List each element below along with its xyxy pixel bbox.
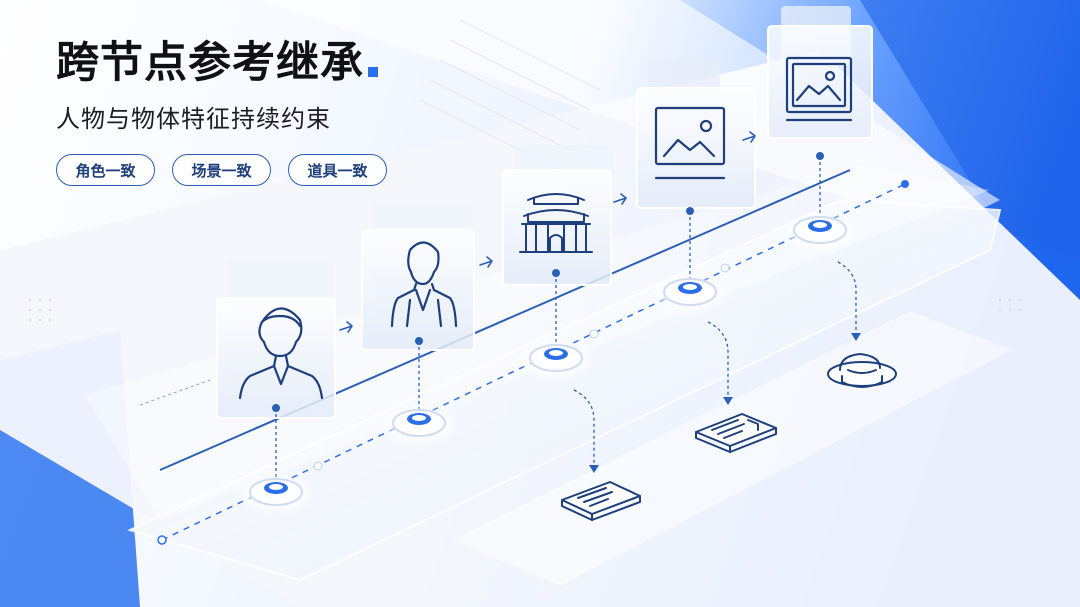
timeline-node-4 bbox=[656, 277, 724, 311]
card-1 bbox=[216, 262, 336, 419]
film-strip-icon bbox=[695, 413, 777, 453]
timeline-node-1 bbox=[242, 477, 310, 511]
person-portrait-icon bbox=[238, 307, 324, 400]
tag-prop-consistency: 道具一致 bbox=[288, 154, 387, 186]
page-title: 跨节点参考继承 bbox=[56, 38, 378, 88]
card-arrows bbox=[339, 131, 756, 333]
timeline-solid-line bbox=[159, 169, 851, 471]
upper-platform bbox=[260, 0, 1000, 230]
timeline-glass-highlight bbox=[85, 165, 990, 520]
card-4 bbox=[636, 60, 756, 209]
tag-role-consistency: 角色一致 bbox=[56, 154, 155, 186]
timeline-small-dots bbox=[313, 263, 730, 471]
timeline-node-5 bbox=[786, 215, 854, 249]
tag-group: 角色一致 场景一致 道具一致 bbox=[56, 154, 387, 186]
page-title-text: 跨节点参考继承 bbox=[56, 38, 364, 88]
timeline-node-2 bbox=[385, 408, 453, 442]
landscape-image-icon bbox=[785, 56, 853, 122]
card-5 bbox=[767, 6, 873, 139]
tag-scene-consistency: 场景一致 bbox=[172, 154, 271, 186]
card-2 bbox=[361, 202, 475, 351]
connector-dots bbox=[272, 152, 824, 412]
background-blue-top bbox=[860, 0, 1080, 260]
palace-building-icon bbox=[519, 193, 593, 253]
bowl-prop-icon bbox=[827, 353, 897, 388]
title-accent-dot bbox=[368, 67, 378, 77]
output-arrowheads bbox=[589, 333, 861, 473]
output-connectors bbox=[573, 261, 857, 468]
card-connectors bbox=[275, 156, 821, 480]
timeline-end-dot bbox=[901, 180, 909, 188]
dot-texture bbox=[29, 299, 1021, 321]
timeline-start-dot bbox=[157, 535, 167, 545]
timeline-node-3 bbox=[522, 343, 590, 377]
document-list-icon bbox=[561, 481, 641, 521]
landscape-monitor-icon bbox=[654, 106, 726, 180]
page-subtitle: 人物与物体特征持续约束 bbox=[56, 105, 331, 134]
timeline-glass-slab bbox=[127, 198, 1002, 582]
person-in-suit-icon bbox=[390, 241, 458, 328]
card-3 bbox=[502, 145, 613, 286]
title-block: 跨节点参考继承 人物与物体特征持续约束 bbox=[56, 38, 378, 134]
timeline-lead-dash bbox=[139, 379, 211, 406]
timeline-nodes bbox=[242, 215, 854, 511]
